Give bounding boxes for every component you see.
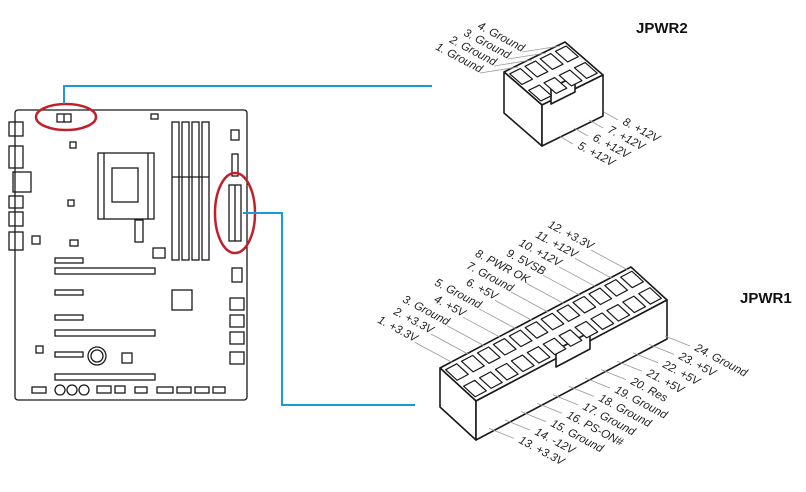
pin-cell [526,346,551,364]
pin-cell [558,69,583,87]
pin-cell [445,363,469,381]
motherboard [8,109,248,401]
pin-cell [510,354,535,373]
pin-leader-line [603,111,619,121]
pin-leader-line [542,274,581,296]
pin-leader-line [520,411,547,422]
jpwr2-highlight-circle [34,102,98,132]
jpwr2-pin-cells [509,45,598,102]
pin-leader-line [479,66,519,74]
io-port [8,145,24,169]
cpu-socket [97,152,155,220]
pin-leader-line [664,335,691,347]
pin-cell [460,354,485,373]
dimm-slot [201,121,210,261]
pin-leader-line [430,333,469,355]
pin-cell [524,60,549,78]
pin-cell [542,337,567,356]
pin-leader-line [526,283,565,304]
jpwr2-title: JPWR2 [636,20,688,37]
pin-cell [573,61,598,80]
pin-cell [478,371,503,389]
pin-leader-line [478,308,517,330]
jpwr1-connector [439,266,668,441]
pin-leader-line [521,45,561,53]
jpwr1-pin-cells [445,270,662,398]
chipset [171,289,193,311]
jpwr2-connector [503,41,604,147]
pin-cell [543,76,568,95]
bottom-headers [31,384,226,396]
pin-cell [494,362,519,381]
pin-cell [540,312,565,331]
pin-leader-line [507,52,547,60]
dimm-slot [171,121,180,261]
pin-leader-line [588,119,604,129]
jpwr2-leader-line [63,85,432,104]
pin-leader-line [573,127,589,137]
pin-leader-line [414,342,453,363]
dimm-slot [181,121,190,261]
pin-leader-line [616,360,643,372]
pin-leader-line [510,291,549,313]
pin-leader-line [574,258,613,279]
pin-cell [509,67,534,86]
pin-cell [558,329,583,347]
pin-leader-line [600,369,627,380]
pin-leader-line [632,352,659,364]
cmos-battery [87,346,107,366]
pin-cell [588,287,613,306]
pin-leader-line [568,386,595,397]
io-port [12,171,32,193]
pcie-slots [54,257,156,381]
pin-leader-line [504,419,531,431]
pin-cell [622,295,647,314]
io-port [8,211,24,227]
pin-cell [606,303,631,322]
pin-leader-line [493,59,533,67]
jpwr1-title: JPWR1 [740,290,792,307]
pin-cell [638,287,662,305]
io-port [8,195,24,209]
pin-leader-line [488,428,515,439]
pin-cell [476,346,501,365]
jpwr1-side-face [475,299,668,441]
pin-leader-line [446,325,485,346]
pin-leader-line [648,344,675,355]
jpwr1-leader-line [243,212,415,406]
pin-cell [574,320,599,339]
pin-cell [620,270,644,289]
pin-cell [492,337,517,356]
pin-cell [572,295,597,314]
io-port [8,121,24,137]
pin-leader-line [552,394,579,406]
dimm-slot [191,121,200,261]
pin-leader-line [558,135,574,145]
pin-cell [590,312,615,331]
pin-cell [524,321,549,339]
pin-leader-line [584,377,611,389]
pin-cell [508,329,533,348]
pin-cell [539,52,564,71]
pin-leader-line [494,300,533,321]
cpu-socket-inner [111,167,139,203]
pin-cell [463,379,487,398]
jpwr2-side-face [541,74,604,147]
io-port [8,231,24,251]
pin-cell [554,45,579,63]
pin-cell [604,279,629,297]
pin-leader-line [590,249,629,271]
pin-leader-line [536,402,563,414]
pin-leader-line [558,266,597,288]
pin-cell [556,304,581,322]
pin-leader-line [462,316,501,338]
pin-cell [528,84,553,102]
